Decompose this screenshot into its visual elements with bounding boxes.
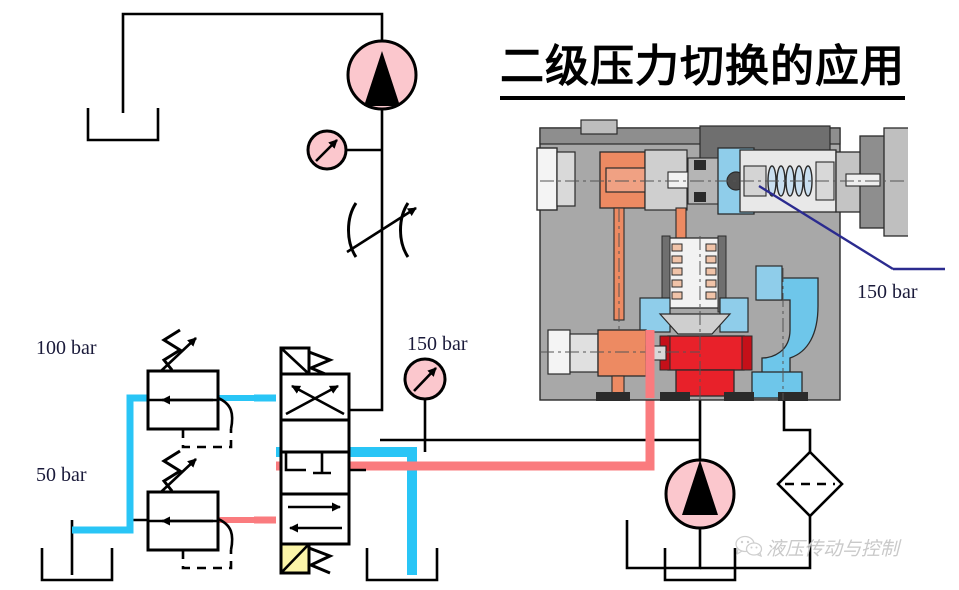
hydraulic-motor-symbol xyxy=(346,39,418,111)
pressure-relief-valve-100bar[interactable] xyxy=(146,328,234,449)
pressure-relief-valve-50bar[interactable] xyxy=(146,449,234,570)
return-line-filter-symbol xyxy=(776,450,844,518)
label-gauge-system: 150 bar xyxy=(407,333,468,355)
adjustable-throttle-valve-symbol xyxy=(346,202,417,258)
hydraulic-pump-symbol xyxy=(664,458,736,530)
label-relief-low: 50 bar xyxy=(36,464,87,486)
valve-cutaway-illustration xyxy=(536,119,908,401)
callout-line-150bar xyxy=(758,184,945,271)
pressure-gauge-top xyxy=(306,129,348,171)
pressure-line-red-main xyxy=(276,398,655,471)
reservoir-symbols xyxy=(40,108,737,582)
wechat-icon xyxy=(735,535,763,557)
page-title: 二级压力切换的应用 xyxy=(500,30,905,100)
label-relief-high: 100 bar xyxy=(36,337,97,359)
pressure-line-red-branch xyxy=(254,516,276,524)
watermark-text: 液压传动与控制 xyxy=(766,538,900,560)
valve-position-4 xyxy=(279,492,351,546)
label-cutaway-callout: 150 bar xyxy=(857,281,918,303)
directional-control-valve[interactable] xyxy=(279,346,366,575)
pressure-gauge-system xyxy=(403,357,447,401)
valve-position-2 xyxy=(279,418,351,454)
